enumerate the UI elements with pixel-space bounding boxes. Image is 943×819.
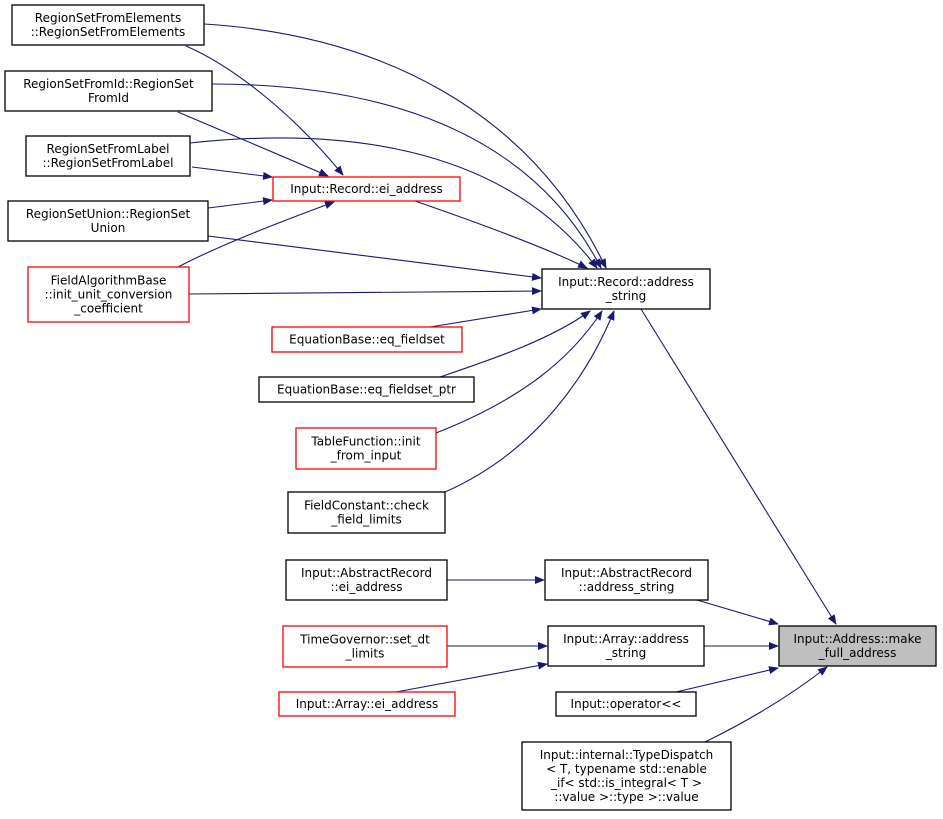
node-box (271, 326, 463, 353)
graph-node-n10[interactable]: TableFunction::init_from_input (295, 427, 437, 470)
node-label-line: TableFunction::init (310, 435, 420, 449)
node-label-line: Input::Array::address (563, 632, 689, 646)
node-label-line: EquationBase::eq_fieldset (289, 333, 445, 347)
node-label-line: ::init_unit_conversion (45, 288, 173, 302)
node-box (278, 691, 456, 717)
graph-node-n1[interactable]: RegionSetFromElements::RegionSetFromElem… (11, 4, 205, 46)
node-box (778, 625, 937, 667)
node-label-line: ::value >::type >::value (554, 790, 698, 804)
edge-n2-n7 (211, 83, 602, 269)
edge-n3-n7 (189, 137, 598, 269)
node-label-line: Input::AbstractRecord (301, 566, 432, 580)
node-box (11, 4, 205, 46)
edge-n5-n4 (207, 197, 273, 209)
edge-n13-n16 (696, 599, 779, 626)
node-label-line: _field_limits (330, 513, 402, 527)
edge-n8-n7 (429, 306, 542, 328)
node-label-line: Union (91, 221, 126, 235)
graph-node-n14[interactable]: TimeGovernor::set_dt_limits (282, 625, 448, 668)
graph-node-n2[interactable]: RegionSetFromId::RegionSetFromId (4, 70, 213, 112)
graph-node-n3[interactable]: RegionSetFromLabel::RegionSetFromLabel (25, 135, 191, 177)
node-label-line: RegionSetFromLabel (47, 142, 170, 156)
node-box (282, 625, 448, 668)
node-label-line: RegionSetFromId::RegionSet (23, 77, 194, 91)
node-label-line: Input::Record::address (558, 275, 694, 289)
graph-node-n8[interactable]: EquationBase::eq_fieldset (271, 326, 463, 353)
node-box (258, 376, 475, 403)
node-box (555, 691, 697, 717)
node-label-line: _coefficient (73, 302, 143, 316)
graph-node-n16[interactable]: Input::Address::make_full_address (778, 625, 937, 667)
node-label-line: Input::AbstractRecord (561, 566, 692, 580)
node-label-line: Input::Array::ei_address (296, 697, 439, 711)
graph-node-n5[interactable]: RegionSetUnion::RegionSetUnion (7, 200, 209, 242)
edge-n1-n7 (203, 23, 607, 269)
node-box (27, 266, 190, 323)
node-label-line: ::ei_address (331, 580, 403, 594)
edge-n2-n4 (177, 111, 329, 177)
node-label-line: FieldConstant::check (304, 499, 429, 513)
node-label-line: < T, typename std::enable (546, 762, 707, 776)
edge-n19-n16 (704, 666, 828, 743)
node-label-line: _limits (345, 647, 385, 661)
edge-n7-n16 (640, 308, 837, 625)
node-label-line: FromId (88, 91, 129, 105)
edge-n18-n16 (675, 666, 779, 693)
edge-n3-n4 (191, 166, 273, 180)
node-box (541, 268, 711, 310)
graph-node-n18[interactable]: Input::operator<< (555, 691, 697, 717)
graph-node-n19[interactable]: Input::internal::TypeDispatch< T, typena… (521, 741, 732, 811)
edge-n9-n7 (439, 310, 591, 378)
node-label-line: RegionSetUnion::RegionSet (26, 207, 191, 221)
node-box (25, 135, 191, 177)
edge-n11-n7 (444, 310, 615, 493)
node-box (544, 559, 709, 601)
node-label-line: Input::operator<< (571, 697, 682, 711)
node-label-line: _from_input (330, 449, 402, 463)
edge-n6-n4 (177, 201, 335, 268)
edge-n10-n7 (435, 310, 603, 434)
node-box (285, 559, 448, 601)
edge-n5-n7 (207, 235, 542, 281)
node-label-line: Input::Address::make (794, 632, 922, 646)
node-box (4, 70, 213, 112)
node-label-line: Input::internal::TypeDispatch (540, 748, 714, 762)
node-label-line: RegionSetFromElements (35, 11, 181, 25)
graph-node-n17[interactable]: Input::Array::ei_address (278, 691, 456, 717)
node-box (272, 176, 461, 202)
node-label-line: EquationBase::eq_fieldset_ptr (277, 383, 456, 397)
node-label-line: _string (605, 646, 646, 660)
node-box (7, 200, 209, 242)
graph-node-n6[interactable]: FieldAlgorithmBase::init_unit_conversion… (27, 266, 190, 323)
graph-node-n11[interactable]: FieldConstant::check_field_limits (287, 491, 446, 534)
node-box (287, 491, 446, 534)
graph-node-n9[interactable]: EquationBase::eq_fieldset_ptr (258, 376, 475, 403)
node-label-line: _if< std::is_integral< T > (550, 776, 702, 790)
node-label-line: ::address_string (579, 580, 675, 594)
node-label-line: Input::Record::ei_address (290, 182, 443, 196)
graph-node-n12[interactable]: Input::AbstractRecord::ei_address (285, 559, 448, 601)
edge-n1-n4 (185, 45, 344, 176)
graph-node-n7[interactable]: Input::Record::address_string (541, 268, 711, 310)
node-box (547, 625, 705, 667)
edge-n6-n7 (188, 287, 542, 296)
node-label-line: ::RegionSetFromElements (31, 25, 186, 39)
edge-n4-n7 (414, 200, 588, 269)
node-label-line: ::RegionSetFromLabel (43, 156, 174, 170)
node-box (295, 427, 437, 470)
node-box (521, 741, 732, 811)
node-label-line: TimeGovernor::set_dt (299, 633, 430, 647)
graph-node-n15[interactable]: Input::Array::address_string (547, 625, 705, 667)
graph-node-n13[interactable]: Input::AbstractRecord::address_string (544, 559, 709, 601)
node-label-line: _string (605, 289, 646, 303)
graph-node-n4[interactable]: Input::Record::ei_address (272, 176, 461, 202)
node-label-line: _full_address (818, 646, 897, 660)
edge-n17-n15 (395, 661, 548, 693)
node-label-line: FieldAlgorithmBase (51, 274, 167, 288)
